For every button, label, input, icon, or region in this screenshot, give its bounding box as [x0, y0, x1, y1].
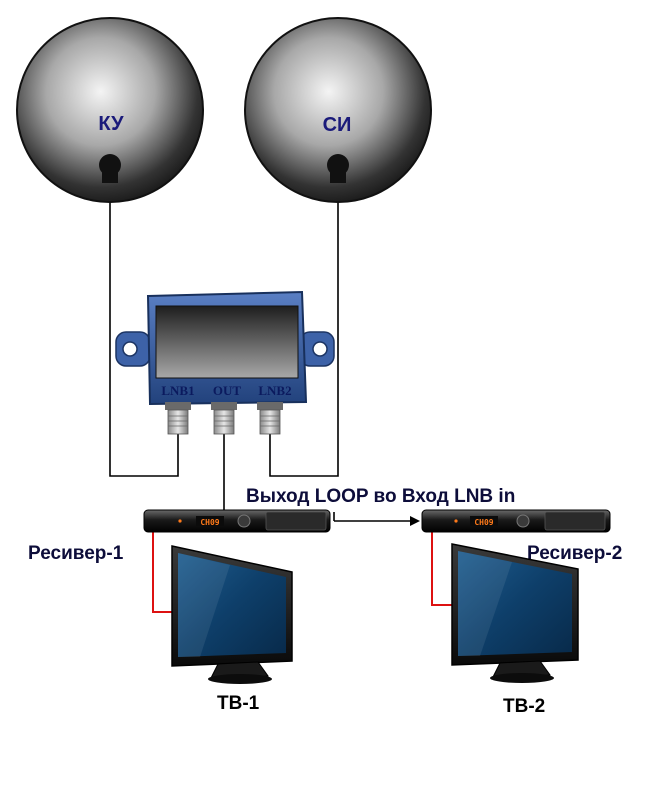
- tv-2-screen: [458, 551, 572, 656]
- port-lnb2-label: LNB2: [258, 383, 291, 398]
- f-connector-icon: [257, 402, 283, 435]
- power-button-icon: [237, 514, 251, 528]
- dish-ku: КУ: [16, 17, 204, 203]
- dish-ku-label: КУ: [98, 113, 124, 135]
- receiver-2-label: Ресивер-2: [527, 543, 622, 564]
- dish-si-label: СИ: [323, 114, 352, 136]
- cables: [109, 185, 452, 613]
- tv-1-screen: [178, 553, 286, 657]
- port-out-label: OUT: [213, 383, 242, 398]
- receiver-1-display: CH09: [200, 518, 219, 527]
- tv-1-label: ТВ-1: [217, 693, 260, 714]
- tv-1: [171, 545, 293, 684]
- dish-si: СИ: [244, 17, 432, 203]
- loop-connection-label: Выход LOOP во Вход LNB in: [246, 486, 515, 507]
- switch-label-plate: [155, 305, 299, 379]
- loop-arrow-head: [410, 516, 420, 526]
- receiver-2: CH09: [421, 509, 611, 533]
- receiver-1-label: Ресивер-1: [28, 543, 124, 564]
- receiver-1: CH09: [143, 509, 331, 533]
- cable-dish-si-to-lnb2: [269, 185, 339, 477]
- receiver-2-display: CH09: [474, 518, 493, 527]
- port-lnb1-label: LNB1: [161, 383, 194, 398]
- cable-dish-ku-to-lnb1: [109, 185, 179, 477]
- f-connector-icon: [165, 402, 191, 435]
- f-connector-icon: [211, 402, 237, 435]
- cable-receiver1-to-tv1: [152, 532, 172, 613]
- tv-2: [451, 543, 579, 683]
- tv-2-label: ТВ-2: [503, 696, 545, 717]
- power-button-icon: [516, 514, 530, 528]
- cable-receiver2-to-tv2: [431, 532, 452, 606]
- diseqc-switch: LNB1 OUT LNB2: [115, 290, 335, 435]
